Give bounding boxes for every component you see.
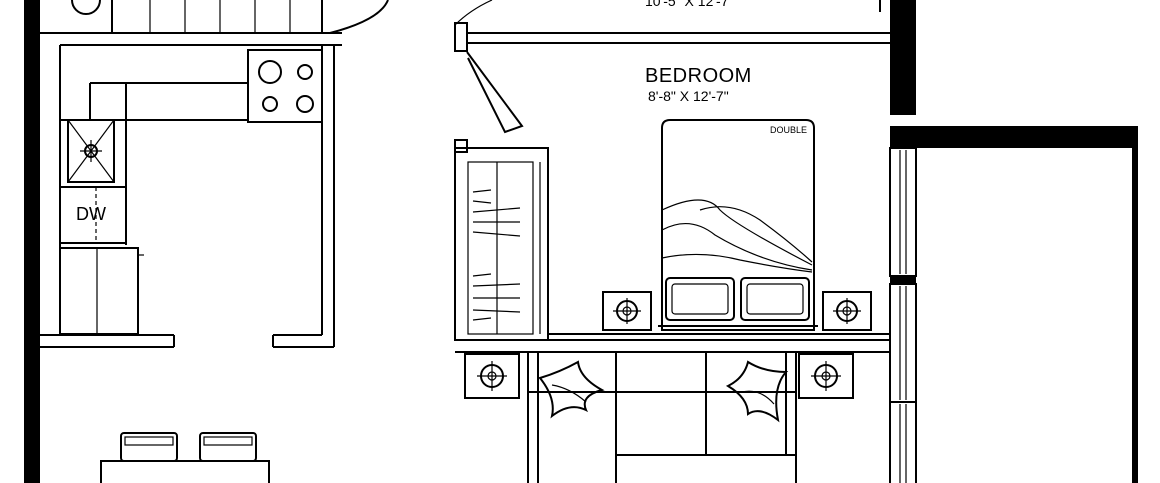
- upper-room-dimensions: 10'-5" X 12'-7": [645, 0, 733, 9]
- burner-1: [258, 60, 282, 84]
- throw-pillow-right: [725, 360, 789, 423]
- center-exterior-wall-upper: [890, 0, 916, 115]
- dining-chair-left: [120, 432, 178, 462]
- dining-set: [100, 432, 270, 483]
- double-bed: [661, 119, 815, 331]
- dining-chair-right: [199, 432, 257, 462]
- kitchen-sink: [67, 119, 115, 183]
- kitchen: DW: [40, 0, 389, 348]
- bedroom-title: BEDROOM: [645, 65, 752, 87]
- sofa: [527, 351, 797, 483]
- door-jamb-top: [454, 22, 468, 52]
- door-jamb-bottom: [454, 139, 468, 153]
- walls: [24, 0, 1138, 483]
- sink-drain-top: [71, 0, 101, 15]
- bed-size-label: DOUBLE: [770, 125, 807, 135]
- burner-2: [297, 64, 313, 80]
- right-exterior-wall-top: [890, 126, 1138, 148]
- dishwasher: [59, 186, 127, 244]
- dining-table: [100, 460, 270, 483]
- throw-pillow-left: [538, 360, 605, 419]
- nightstand-right: [822, 291, 872, 331]
- window-upper: [889, 147, 917, 277]
- refrigerator: [59, 247, 139, 335]
- right-exterior-wall-edge: [1132, 126, 1138, 483]
- nightstand-left: [602, 291, 652, 331]
- window-lower: [889, 283, 917, 403]
- windows: [889, 147, 917, 483]
- left-exterior-wall: [24, 0, 40, 483]
- living-area: [464, 351, 854, 483]
- burner-4: [296, 95, 314, 113]
- entry-door-swing: [329, 0, 389, 34]
- window-bottom: [889, 401, 917, 483]
- bedroom-dimensions: 8'-8" X 12'-7": [648, 88, 729, 104]
- cooktop: [247, 49, 323, 123]
- bedroom: BEDROOM 8'-8" X 12'-7" DOUBLE: [454, 0, 890, 353]
- end-table-right: [798, 353, 854, 399]
- burner-3: [262, 96, 278, 112]
- dishwasher-label: DW: [76, 204, 106, 224]
- end-table-left: [464, 353, 520, 399]
- pillow-right: [740, 277, 810, 321]
- pillow-left: [665, 277, 735, 321]
- upper-room: 10'-5" X 12'-7": [468, 0, 890, 44]
- bedroom-door-swing: [466, 51, 524, 134]
